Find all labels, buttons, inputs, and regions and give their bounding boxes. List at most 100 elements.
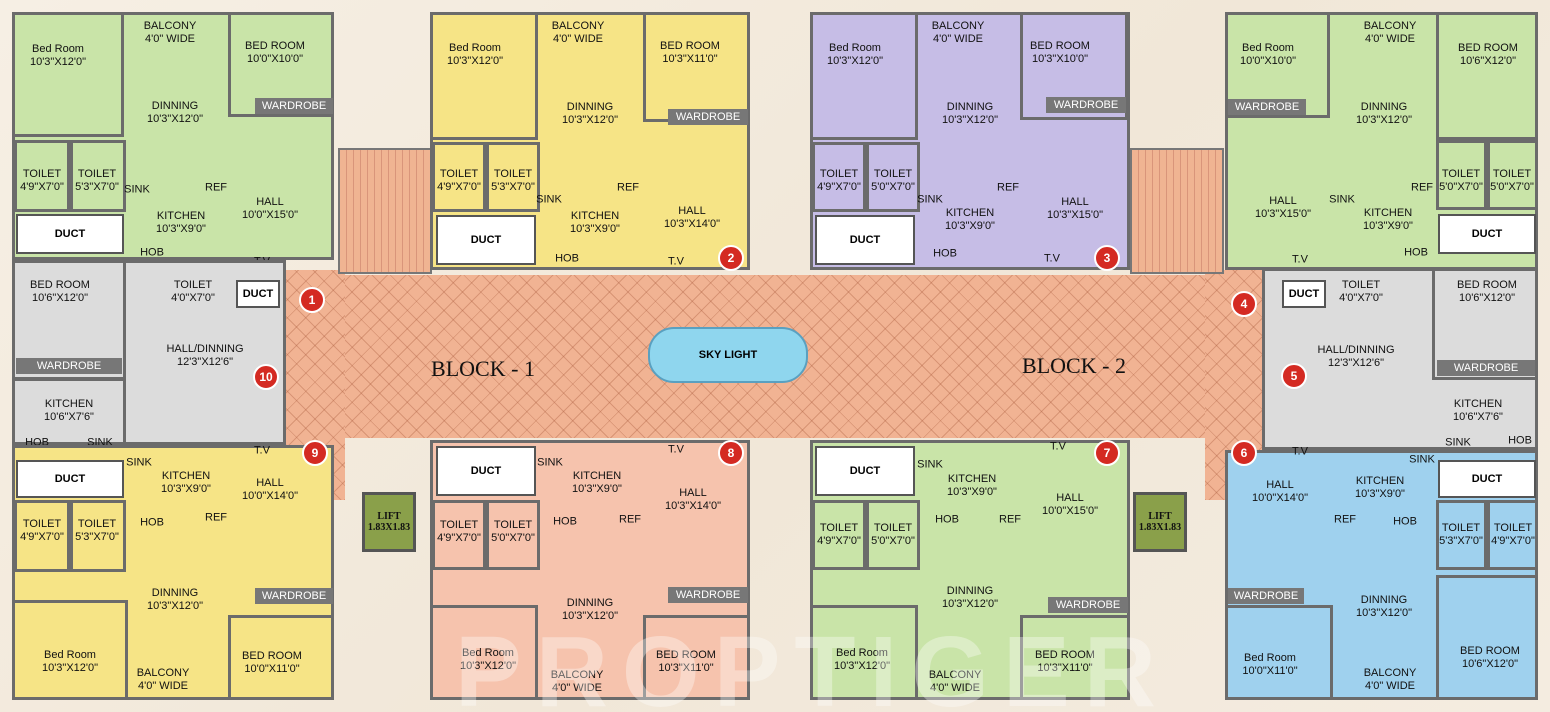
ref-label: REF bbox=[1411, 181, 1433, 194]
toilet bbox=[14, 140, 70, 212]
hob-label: HOB bbox=[1404, 246, 1428, 259]
staircase-right bbox=[1130, 148, 1224, 274]
toilet bbox=[866, 500, 920, 570]
tv-label: T.V bbox=[1292, 253, 1308, 266]
sink-label: SINK bbox=[124, 183, 150, 196]
toilet bbox=[1487, 140, 1538, 210]
flat-number-6: 6 bbox=[1231, 440, 1257, 466]
duct: DUCT bbox=[436, 446, 536, 496]
duct: DUCT bbox=[1438, 460, 1536, 498]
duct: DUCT bbox=[815, 215, 915, 265]
ref-label: REF bbox=[999, 513, 1021, 526]
duct: DUCT bbox=[815, 446, 915, 496]
block-2-title: BLOCK - 2 bbox=[1022, 353, 1126, 378]
bedroom bbox=[228, 615, 334, 700]
flat-number-1: 1 bbox=[299, 287, 325, 313]
flat-number-2: 2 bbox=[718, 245, 744, 271]
hob-label: HOB bbox=[1508, 434, 1532, 447]
sink-label: SINK bbox=[1329, 193, 1355, 206]
toilet bbox=[866, 142, 920, 212]
toilet bbox=[1487, 500, 1538, 570]
toilet bbox=[70, 140, 126, 212]
hob-label: HOB bbox=[140, 246, 164, 259]
wardrobe: WARDROBE bbox=[1228, 99, 1306, 115]
sink-label: SINK bbox=[1445, 436, 1471, 449]
bedroom bbox=[643, 12, 750, 122]
bedroom bbox=[430, 12, 538, 140]
wardrobe: WARDROBE bbox=[1228, 588, 1304, 604]
toilet bbox=[812, 500, 866, 570]
toilet bbox=[486, 142, 540, 212]
tv-label: T.V bbox=[254, 444, 270, 457]
flat-number-5: 5 bbox=[1281, 363, 1307, 389]
bedroom bbox=[1436, 575, 1538, 700]
duct: DUCT bbox=[16, 214, 124, 254]
block-1-title: BLOCK - 1 bbox=[431, 356, 535, 381]
toilet bbox=[70, 500, 126, 572]
watermark: PROPTIGER bbox=[455, 616, 1170, 712]
ref-label: REF bbox=[1334, 513, 1356, 526]
hob-label: HOB bbox=[140, 516, 164, 529]
toilet bbox=[432, 142, 486, 212]
toilet bbox=[1436, 140, 1487, 210]
ref-label: REF bbox=[205, 181, 227, 194]
staircase-left bbox=[338, 148, 432, 274]
flat-number-8: 8 bbox=[718, 440, 744, 466]
ref-label: REF bbox=[205, 511, 227, 524]
wardrobe: WARDROBE bbox=[1046, 97, 1126, 113]
wardrobe: WARDROBE bbox=[668, 587, 748, 603]
wardrobe: WARDROBE bbox=[1048, 597, 1128, 613]
bedroom bbox=[643, 615, 750, 700]
toilet bbox=[812, 142, 866, 212]
sink-label: SINK bbox=[537, 456, 563, 469]
wardrobe: WARDROBE bbox=[255, 98, 333, 114]
bedroom bbox=[810, 12, 918, 140]
flat-number-10: 10 bbox=[253, 364, 279, 390]
wardrobe: WARDROBE bbox=[255, 588, 333, 604]
kitchen bbox=[12, 378, 126, 445]
toilet bbox=[432, 500, 486, 570]
flat-number-9: 9 bbox=[302, 440, 328, 466]
tv-label: T.V bbox=[1050, 440, 1066, 453]
toilet bbox=[14, 500, 70, 572]
